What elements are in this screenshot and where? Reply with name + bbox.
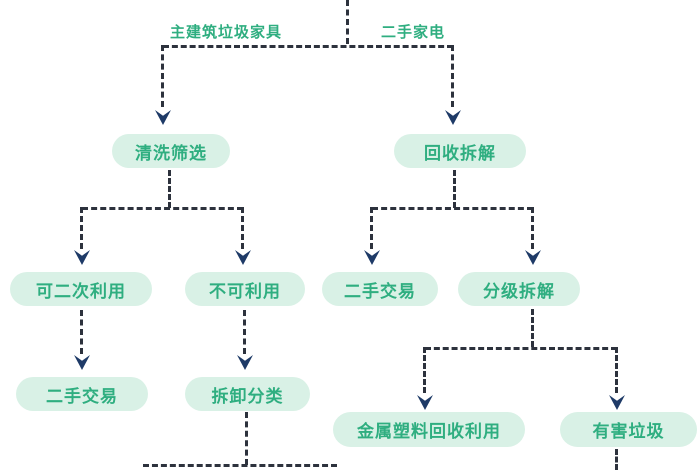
node-recycling-dismantling: 回收拆解 [394, 134, 526, 168]
node-secondhand-trade-left: 二手交易 [16, 377, 148, 411]
connector-line-to-huishou [451, 45, 454, 107]
connector-line [425, 347, 617, 350]
arrow-down-icon [155, 110, 171, 125]
connector-line [245, 412, 248, 465]
arrow-down-icon [525, 250, 541, 265]
arrow-down-icon [74, 355, 90, 370]
arrow-down-icon [235, 250, 251, 265]
connector-line [82, 207, 243, 210]
connector-line [370, 207, 373, 249]
node-secondhand-trade-right: 二手交易 [322, 272, 438, 306]
connector-line [372, 207, 533, 210]
arrow-down-icon [417, 395, 433, 410]
connector-line [168, 170, 171, 208]
arrow-down-icon [74, 250, 90, 265]
connector-line [615, 449, 618, 470]
connector-line [241, 207, 244, 249]
connector-line [80, 207, 83, 249]
node-reusable: 可二次利用 [10, 272, 152, 306]
node-graded-dismantling: 分级拆解 [458, 272, 580, 306]
node-harmful-waste: 有害垃圾 [560, 412, 697, 447]
connector-line-bottom-split [143, 464, 337, 467]
connector-line [531, 309, 534, 347]
connector-line [243, 310, 246, 354]
connector-line-to-qingxi [161, 45, 164, 107]
connector-line [423, 347, 426, 393]
node-cleaning-screening: 清洗筛选 [112, 134, 230, 168]
branch-label-secondhand-appliances: 二手家电 [381, 23, 446, 41]
node-not-usable: 不可利用 [185, 272, 305, 306]
connector-line [615, 347, 618, 393]
branch-label-construction-waste-furniture: 主建筑垃圾家具 [170, 23, 283, 41]
arrow-down-icon [364, 250, 380, 265]
connector-line [531, 207, 534, 249]
arrow-down-icon [445, 110, 461, 125]
connector-line-top-split [163, 45, 453, 48]
arrow-down-icon [609, 395, 625, 410]
arrow-down-icon [237, 355, 253, 370]
connector-line [80, 310, 83, 354]
node-metal-plastic-recycling: 金属塑料回收利用 [333, 412, 525, 447]
connector-line [453, 170, 456, 208]
node-disassembly-sorting: 拆卸分类 [185, 377, 310, 411]
connector-line-trunk [346, 0, 349, 44]
